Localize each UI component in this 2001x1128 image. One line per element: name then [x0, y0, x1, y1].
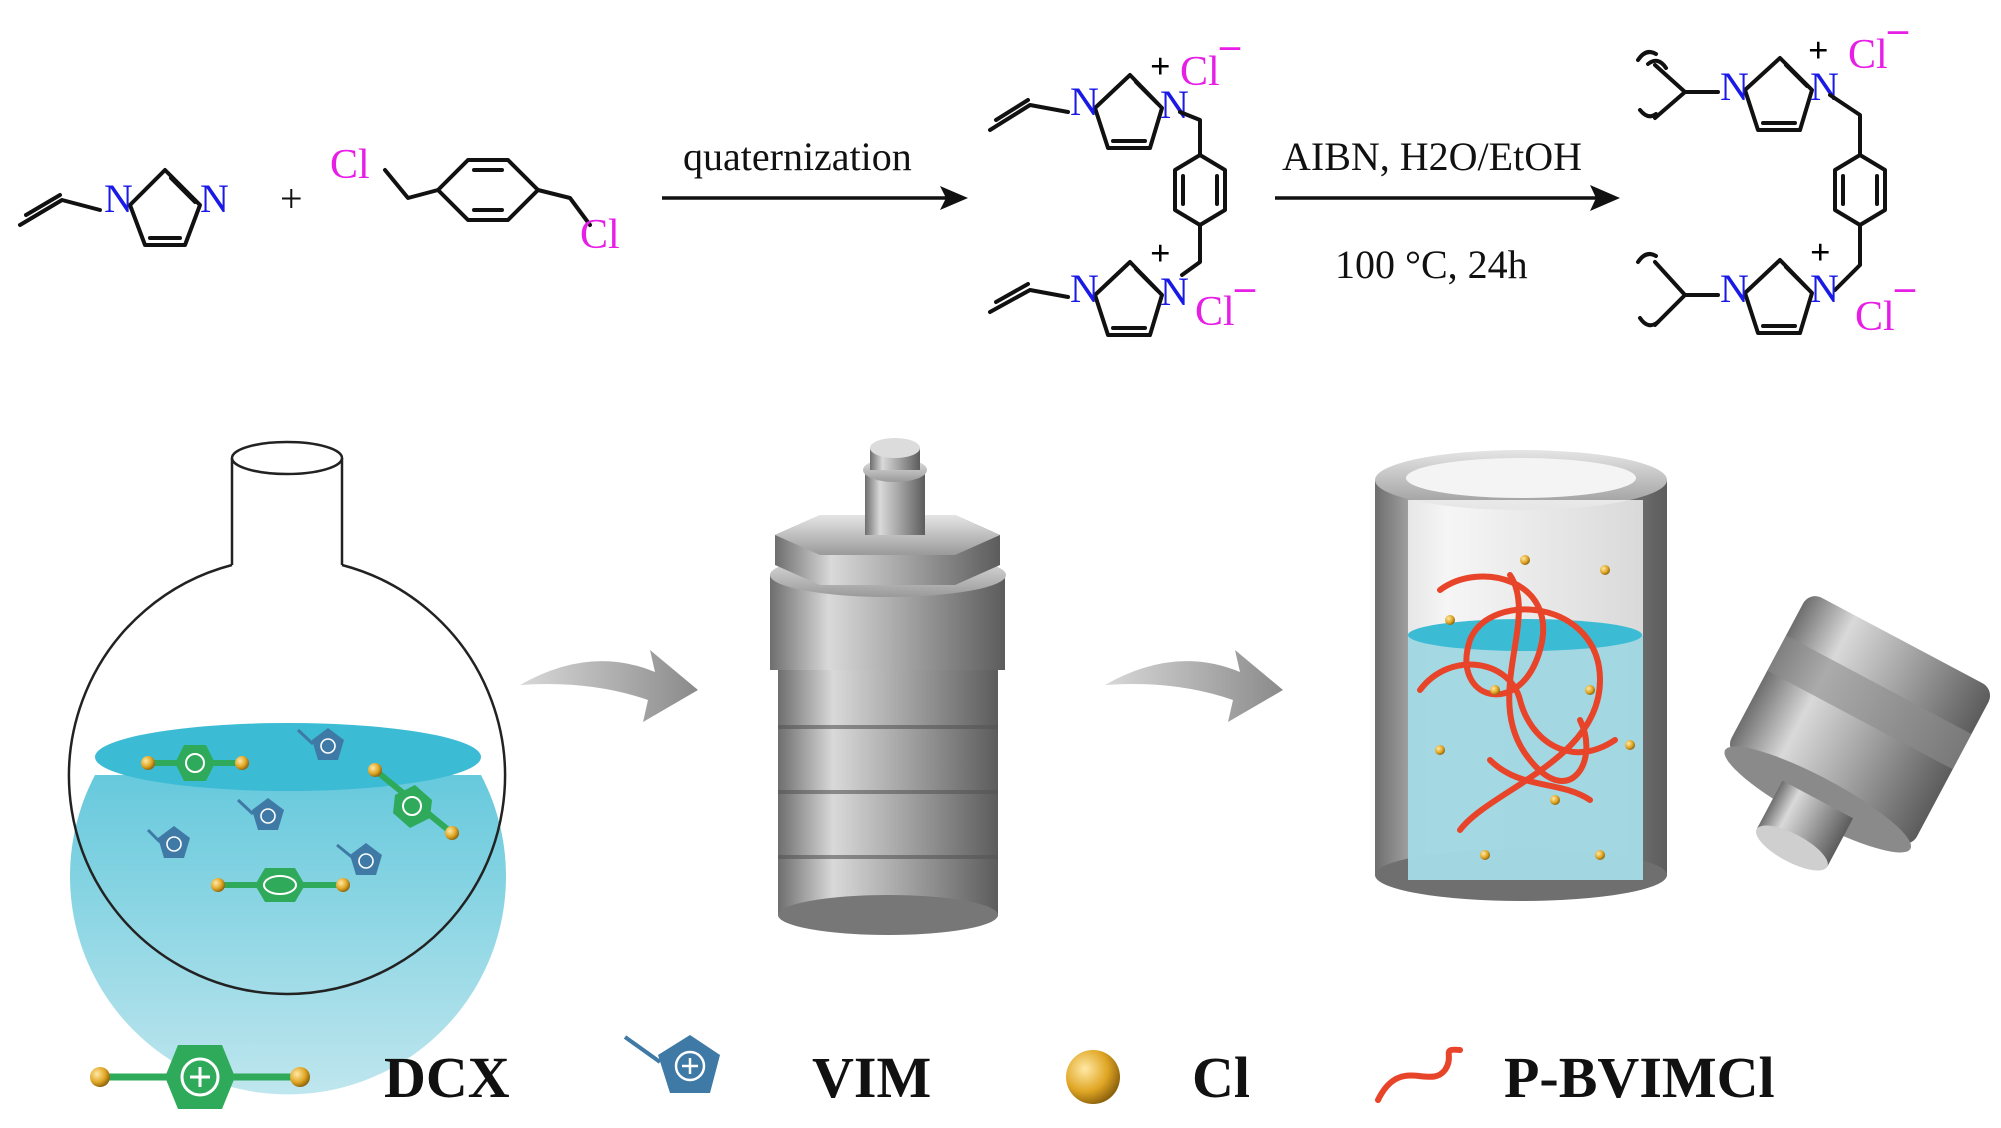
- nitrogen-label: N: [1810, 64, 1839, 109]
- curved-arrow-icon: [1105, 650, 1283, 722]
- nitrogen-label: N: [104, 176, 133, 221]
- legend-label-dcx: DCX: [384, 1045, 510, 1110]
- round-bottom-flask-icon: [67, 440, 507, 1095]
- negative-charge: –: [1219, 22, 1241, 67]
- vim-molecule-icon: [296, 728, 344, 760]
- vim-molecule-icon: [336, 843, 382, 875]
- positive-charge: +: [1150, 46, 1171, 86]
- nitrogen-label: N: [200, 176, 229, 221]
- legend-item-dcx: DCX: [90, 1045, 510, 1110]
- legend-label-p-bvimcl: P-BVIMCl: [1504, 1045, 1775, 1110]
- autoclave-icon: [770, 438, 1006, 935]
- vim-molecule-icon: [236, 798, 284, 830]
- negative-charge: –: [1234, 264, 1256, 309]
- chloride-label: Cl: [1855, 294, 1895, 340]
- dichloroxylene-structure: Cl Cl: [330, 142, 620, 258]
- legend-item-p-bvimcl: P-BVIMCl: [1375, 1045, 1775, 1110]
- curved-arrow-icon: [520, 650, 698, 722]
- chloride-label: Cl: [1195, 289, 1235, 335]
- open-autoclave-icon: [1375, 450, 1667, 901]
- vim-molecule-icon: [146, 826, 190, 858]
- plus-sign: +: [280, 176, 303, 221]
- legend-item-vim: VIM: [623, 1035, 931, 1110]
- vinylimidazole-structure: N N: [18, 168, 229, 247]
- nitrogen-label: N: [1160, 82, 1189, 127]
- step2-conditions: 100 °C, 24h: [1335, 242, 1528, 287]
- dcx-molecule-icon: [141, 745, 249, 781]
- dcx-molecule-icon: [211, 868, 350, 902]
- legend: DCX VIM Cl P-BVIMCl: [90, 1035, 1775, 1110]
- nitrogen-label: N: [1720, 266, 1749, 311]
- polymerization-arrow: AIBN, H2O/EtOH 100 °C, 24h: [1275, 134, 1620, 287]
- positive-charge: +: [1150, 233, 1171, 273]
- p-bvimcl-polymer-structure: N N + Cl – N N + Cl –: [1636, 6, 1916, 340]
- chlorine-label: Cl: [330, 142, 370, 188]
- positive-charge: +: [1808, 30, 1829, 70]
- chlorine-label: Cl: [580, 212, 620, 258]
- step2-label: AIBN, H2O/EtOH: [1282, 134, 1582, 179]
- nitrogen-label: N: [1160, 269, 1189, 314]
- nitrogen-label: N: [1720, 64, 1749, 109]
- chloride-label: Cl: [1848, 32, 1888, 78]
- nitrogen-label: N: [1810, 266, 1839, 311]
- nitrogen-label: N: [1070, 266, 1099, 311]
- nitrogen-label: N: [1070, 79, 1099, 124]
- chloride-label: Cl: [1180, 49, 1220, 95]
- legend-label-vim: VIM: [812, 1045, 931, 1110]
- legend-label-cl: Cl: [1192, 1045, 1250, 1110]
- positive-charge: +: [1810, 232, 1831, 272]
- bvimcl-monomer-structure: N N + Cl – N N + Cl –: [988, 22, 1256, 337]
- quaternization-arrow: quaternization: [662, 134, 968, 210]
- autoclave-lid-icon: [1724, 596, 1991, 871]
- negative-charge: –: [1887, 6, 1909, 51]
- step1-label: quaternization: [683, 134, 912, 179]
- negative-charge: –: [1894, 264, 1916, 309]
- legend-item-cl: Cl: [1066, 1045, 1250, 1110]
- flask-contents: [141, 728, 459, 902]
- dcx-molecule-icon: [368, 763, 459, 840]
